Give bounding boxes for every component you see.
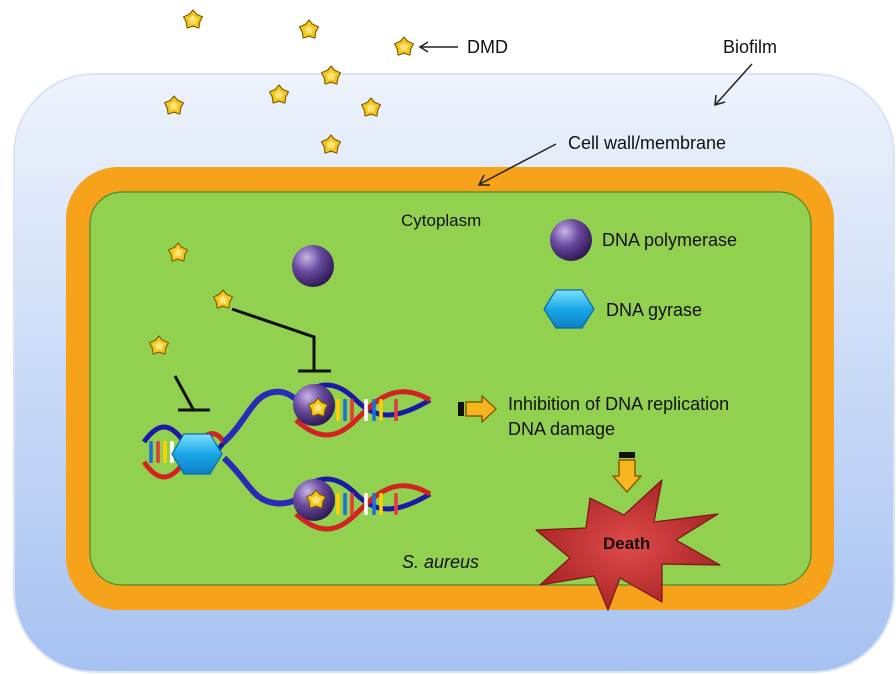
legend-gyrase-hexagon-icon [543, 289, 595, 329]
biofilm-pointer-arrow [715, 63, 753, 105]
arrowhead-icon [714, 94, 726, 107]
biofilm-label: Biofilm [723, 37, 778, 57]
inhibition-markers [173, 307, 331, 412]
arrowhead-icon [418, 41, 429, 53]
star-icon [298, 19, 320, 39]
dmd-label: DMD [467, 37, 508, 57]
cytoplasm-region [89, 191, 812, 586]
cytoplasm-label: Cytoplasm [401, 211, 482, 230]
hexagon-icon [171, 433, 223, 475]
t-bar-inhibition-icon [173, 375, 195, 410]
star-icon [393, 36, 415, 56]
label-pointers [418, 41, 753, 186]
cell-wall-label: Cell wall/membrane [568, 133, 727, 153]
block-arrow-icon [458, 395, 497, 423]
dna-damage-label: DNA damage [508, 419, 616, 439]
dna-replication-fork [141, 382, 432, 532]
cell-wall-pointer-arrow [479, 143, 557, 185]
dna-gyrase-label: DNA gyrase [606, 300, 703, 320]
t-bar-inhibition-icon [231, 307, 316, 371]
star-icon [182, 9, 204, 29]
dna-polymerase-label: DNA polymerase [602, 230, 738, 250]
legend-polymerase-sphere-icon [550, 219, 592, 261]
inhibition-label: Inhibition of DNA replication [508, 394, 730, 414]
explosion-burst-icon [535, 479, 721, 611]
organism-label: S. aureus [402, 552, 480, 572]
star-icon [320, 65, 342, 85]
arrowhead-icon [477, 174, 490, 186]
sphere-icon [292, 245, 334, 287]
block-arrow-icon [612, 452, 642, 493]
death-label: Death [603, 534, 651, 553]
